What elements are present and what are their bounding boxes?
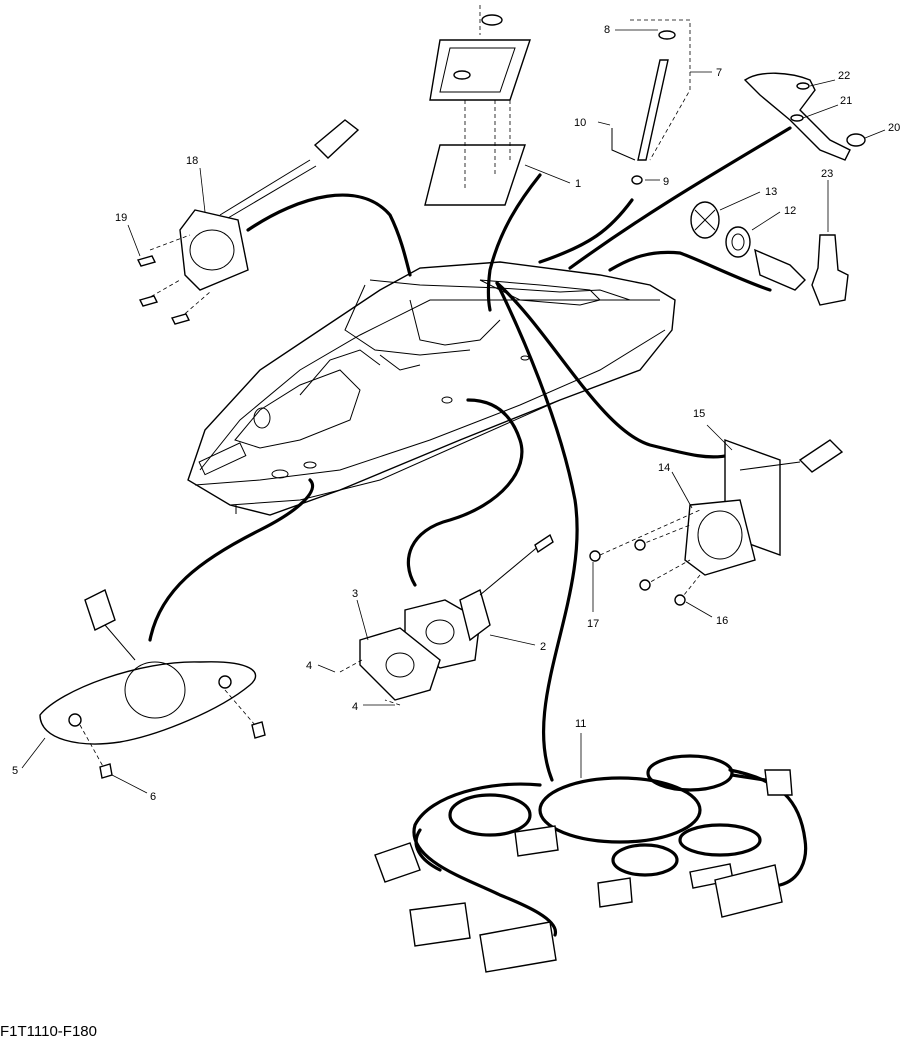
- callout-12: 12: [784, 205, 796, 217]
- callout-11: 11: [575, 718, 586, 730]
- hatch-assembly: [424, 5, 571, 206]
- wire-harness: [374, 733, 808, 973]
- callout-10: 10: [574, 117, 586, 129]
- callout-20: 20: [888, 122, 900, 134]
- callout-7: 7: [716, 67, 722, 79]
- callout-21: 21: [840, 95, 852, 107]
- callout-18: 18: [186, 155, 198, 167]
- callout-8: 8: [604, 24, 610, 36]
- callout-6: 6: [150, 791, 156, 803]
- speaker-left: [127, 119, 360, 325]
- boat-hull: [187, 261, 676, 516]
- speaker-right: [589, 424, 844, 618]
- callout-14: 14: [658, 462, 670, 474]
- callout-16: 16: [716, 615, 728, 627]
- sensor-assembly: [690, 180, 849, 306]
- hose-assembly: [743, 72, 886, 161]
- callout-13: 13: [765, 186, 777, 198]
- gauge-assembly: [317, 533, 554, 706]
- callout-19: 19: [115, 212, 127, 224]
- callout-4-upper: 4: [306, 660, 312, 672]
- callout-9: 9: [663, 176, 669, 188]
- callout-23: 23: [821, 168, 833, 180]
- callout-15: 15: [693, 408, 705, 420]
- courtesy-light: [21, 589, 266, 794]
- wire-routes: [148, 126, 792, 782]
- callout-4-lower: 4: [352, 701, 358, 713]
- callout-3: 3: [352, 588, 358, 600]
- callout-2: 2: [540, 641, 546, 653]
- figure-code: F1T1110-F180: [0, 1023, 97, 1037]
- callout-1: 1: [575, 178, 581, 190]
- callout-5: 5: [12, 765, 18, 777]
- callout-17: 17: [587, 618, 599, 630]
- callout-labels: 1 2 3 4 4 5 6 7 8 9 10 11 12 13 14 15 16…: [12, 24, 900, 803]
- callout-22: 22: [838, 70, 850, 82]
- strut-assembly: [597, 19, 712, 185]
